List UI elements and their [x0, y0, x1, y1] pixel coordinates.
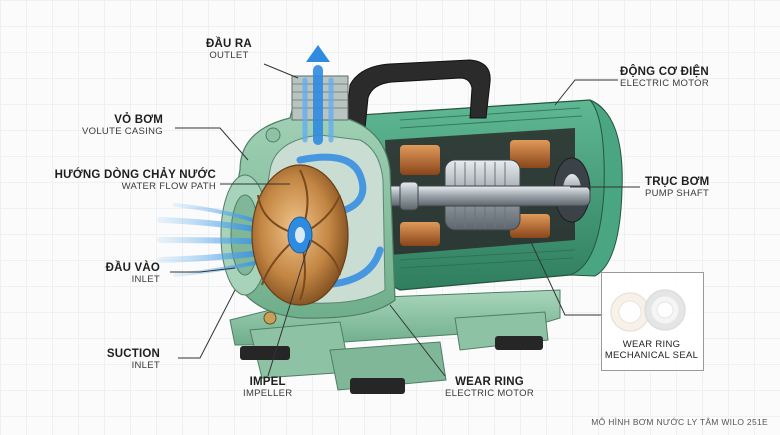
label-impel-en: IMPELLER [243, 388, 293, 400]
label-shaft-vi: TRỤC BƠM [645, 176, 710, 188]
label-inlet: ĐẦU VÀO INLET [106, 262, 160, 286]
seal-inset-box [601, 272, 704, 371]
label-flow-en: WATER FLOW PATH [121, 181, 216, 193]
label-volute-vi: VỎ BƠM [114, 114, 163, 126]
label-seal-line2: MECHANICAL SEAL [604, 349, 699, 361]
diagram-caption: MÔ HÌNH BƠM NƯỚC LY TÂM WILO 251E [591, 417, 768, 427]
label-wearring-en: ELECTRIC MOTOR [445, 388, 535, 400]
label-flow-vi: HƯỚNG DÒNG CHẢY NƯỚC [54, 169, 216, 181]
carry-handle [344, 59, 491, 139]
label-water-flow-path: HƯỚNG DÒNG CHẢY NƯỚC WATER FLOW PATH [55, 169, 216, 193]
label-volute-en: VOLUTE CASING [82, 126, 163, 138]
label-seal-line1: WEAR RING [622, 339, 681, 350]
label-inlet-vi: ĐẦU VÀO [105, 262, 160, 274]
label-pump-shaft: TRỤC BƠM PUMP SHAFT [645, 176, 709, 200]
leader-lines [170, 63, 640, 377]
label-suction: SUCTION INLET [107, 348, 160, 372]
label-impel-vi: IMPEL [249, 376, 286, 388]
label-outlet: ĐẦU RA OUTLET [206, 38, 252, 62]
label-suction-vi: SUCTION [106, 348, 160, 360]
label-wearring-vi: WEAR RING [455, 376, 524, 388]
label-inlet-en: INLET [131, 274, 160, 286]
impeller [251, 164, 349, 306]
label-impeller: IMPEL IMPELLER [243, 376, 292, 400]
label-seal-inset: WEAR RING MECHANICAL SEAL [603, 339, 700, 362]
label-shaft-en: PUMP SHAFT [645, 188, 710, 200]
label-motor-vi: ĐỘNG CƠ ĐIỆN [620, 66, 709, 78]
label-motor-en: ELECTRIC MOTOR [620, 78, 710, 90]
label-volute-casing: VỎ BƠM VOLUTE CASING [82, 114, 163, 138]
label-electric-motor: ĐỘNG CƠ ĐIỆN ELECTRIC MOTOR [620, 66, 709, 90]
label-suction-en: INLET [131, 360, 160, 372]
label-outlet-en: OUTLET [209, 50, 249, 62]
label-outlet-vi: ĐẦU RA [206, 38, 252, 50]
label-wear-ring: WEAR RING ELECTRIC MOTOR [445, 376, 534, 400]
